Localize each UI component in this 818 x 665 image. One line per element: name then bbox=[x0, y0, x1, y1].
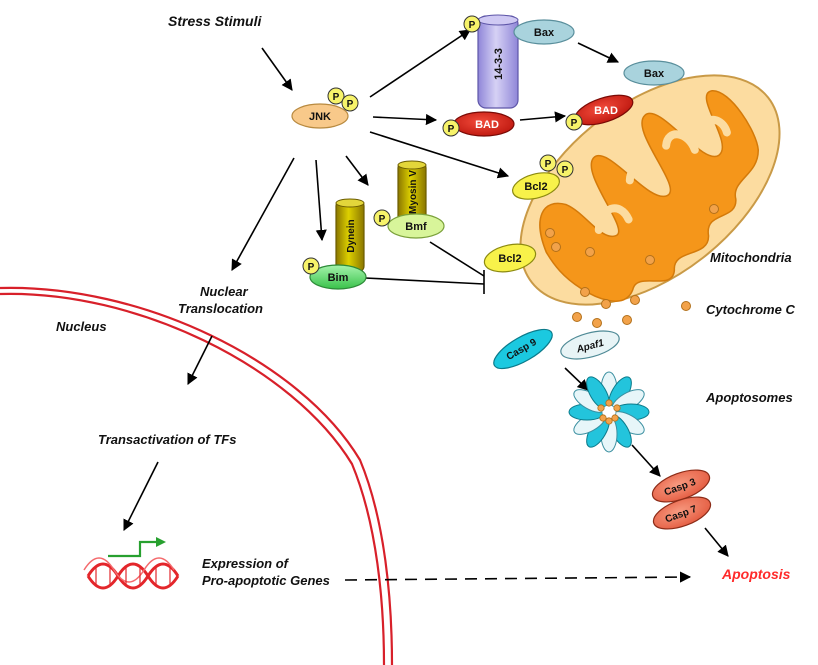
svg-text:Bax: Bax bbox=[644, 68, 665, 80]
phospho-icon bbox=[565, 113, 583, 131]
nuclear-translocation-label-2: Translocation bbox=[178, 301, 263, 316]
svg-text:Bcl2: Bcl2 bbox=[524, 181, 547, 193]
svg-text:Bcl2: Bcl2 bbox=[498, 253, 521, 265]
cytochrome-c-label: Cytochrome C bbox=[706, 302, 795, 317]
casp9: Casp 9 bbox=[493, 328, 553, 370]
bax-bound: Bax bbox=[513, 19, 575, 45]
stress-stimuli-label: Stress Stimuli bbox=[168, 13, 262, 29]
svg-text:JNK: JNK bbox=[309, 111, 331, 123]
svg-text:P: P bbox=[308, 262, 315, 273]
bmf: Bmf P bbox=[373, 209, 445, 239]
expression-label-2: Pro-apoptotic Genes bbox=[202, 573, 330, 588]
apoptosome-icon bbox=[568, 371, 650, 453]
phospho-icon bbox=[327, 87, 345, 105]
svg-text:Dynein: Dynein bbox=[346, 219, 357, 252]
cytochrome-c-dots bbox=[545, 204, 719, 328]
phospho-icon bbox=[302, 257, 320, 275]
svg-text:Bax: Bax bbox=[534, 27, 555, 39]
svg-text:BAD: BAD bbox=[475, 119, 499, 131]
phospho-icon bbox=[442, 119, 460, 137]
expression-label: Expression of bbox=[202, 556, 290, 571]
apoptosomes-label: Apoptosomes bbox=[705, 390, 793, 405]
svg-text:P: P bbox=[333, 92, 340, 103]
transactivation-label: Transactivation of TFs bbox=[98, 432, 236, 447]
jnk-node: JNK P P bbox=[291, 87, 359, 129]
svg-text:P: P bbox=[347, 99, 354, 110]
bcl2-phospho: Bcl2 P P bbox=[512, 154, 574, 200]
apoptosis-label: Apoptosis bbox=[721, 566, 791, 582]
phospho-icon bbox=[341, 94, 359, 112]
svg-text:P: P bbox=[571, 118, 578, 129]
protein-14-3-3: 14-3-3 P bbox=[463, 14, 519, 109]
dna-helix-icon bbox=[83, 557, 180, 590]
svg-text:P: P bbox=[379, 214, 386, 225]
nuclear-translocation-label: Nuclear bbox=[200, 284, 249, 299]
bcl2: Bcl2 bbox=[483, 243, 537, 273]
svg-text:14-3-3: 14-3-3 bbox=[493, 48, 505, 80]
bad-mitochondrial: BAD P bbox=[565, 94, 634, 131]
svg-text:P: P bbox=[562, 165, 569, 176]
mitochondria-label: Mitochondria bbox=[710, 250, 792, 265]
bad-phospho: BAD P bbox=[442, 111, 515, 137]
svg-text:Bmf: Bmf bbox=[405, 221, 427, 233]
nucleus-membrane bbox=[0, 286, 394, 665]
phospho-icon bbox=[539, 154, 557, 172]
phospho-icon bbox=[556, 160, 574, 178]
svg-text:P: P bbox=[469, 20, 476, 31]
svg-text:P: P bbox=[545, 159, 552, 170]
mitochondrion bbox=[519, 74, 781, 306]
dynein: Dynein bbox=[335, 198, 365, 273]
phospho-icon bbox=[373, 209, 391, 227]
bax-mitochondrial: Bax bbox=[623, 60, 685, 86]
svg-text:BAD: BAD bbox=[594, 105, 618, 117]
casp7: Casp 7 bbox=[652, 496, 712, 530]
phospho-icon bbox=[463, 15, 481, 33]
apaf1: Apaf1 bbox=[560, 330, 620, 360]
pathway-arrows bbox=[123, 29, 729, 583]
svg-text:Bim: Bim bbox=[328, 272, 349, 284]
nucleus-label: Nucleus bbox=[56, 319, 107, 334]
promoter-arrow-icon bbox=[108, 537, 166, 558]
bim: Bim P bbox=[302, 257, 367, 290]
svg-text:Myosin V: Myosin V bbox=[408, 170, 419, 214]
svg-text:P: P bbox=[448, 124, 455, 135]
